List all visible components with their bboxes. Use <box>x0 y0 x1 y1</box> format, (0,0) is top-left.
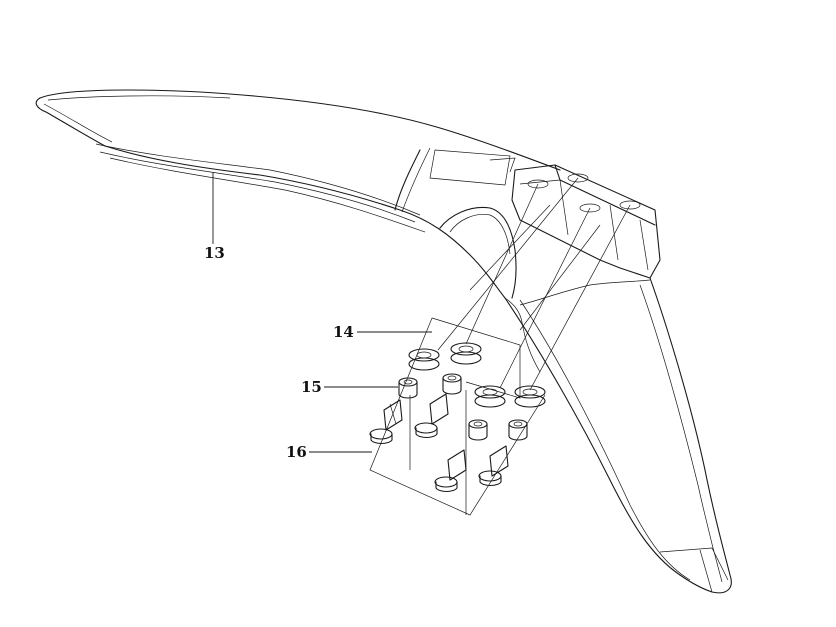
washer-group <box>408 342 546 408</box>
callout-label-13: 13 <box>204 244 225 262</box>
spacer <box>442 373 462 395</box>
fastener-group-bracket <box>369 317 546 516</box>
callout-label-14: 14 <box>333 323 354 341</box>
washer <box>408 348 440 371</box>
fender-body <box>35 89 732 594</box>
spacer <box>468 419 488 441</box>
spacer <box>398 377 418 399</box>
bolt-group <box>369 393 509 493</box>
flange-bolt <box>434 449 467 493</box>
assembly-projection-lines <box>437 177 631 391</box>
spacer <box>508 419 528 441</box>
washer <box>450 342 482 365</box>
callout-label-15: 15 <box>301 378 322 396</box>
flange-bolt <box>414 393 449 439</box>
leader-lines <box>212 172 432 453</box>
spacer-group <box>398 373 528 441</box>
callout-label-16: 16 <box>286 443 307 461</box>
flange-bolt <box>478 445 509 487</box>
flange-bolt <box>369 399 403 445</box>
washer <box>514 385 546 408</box>
